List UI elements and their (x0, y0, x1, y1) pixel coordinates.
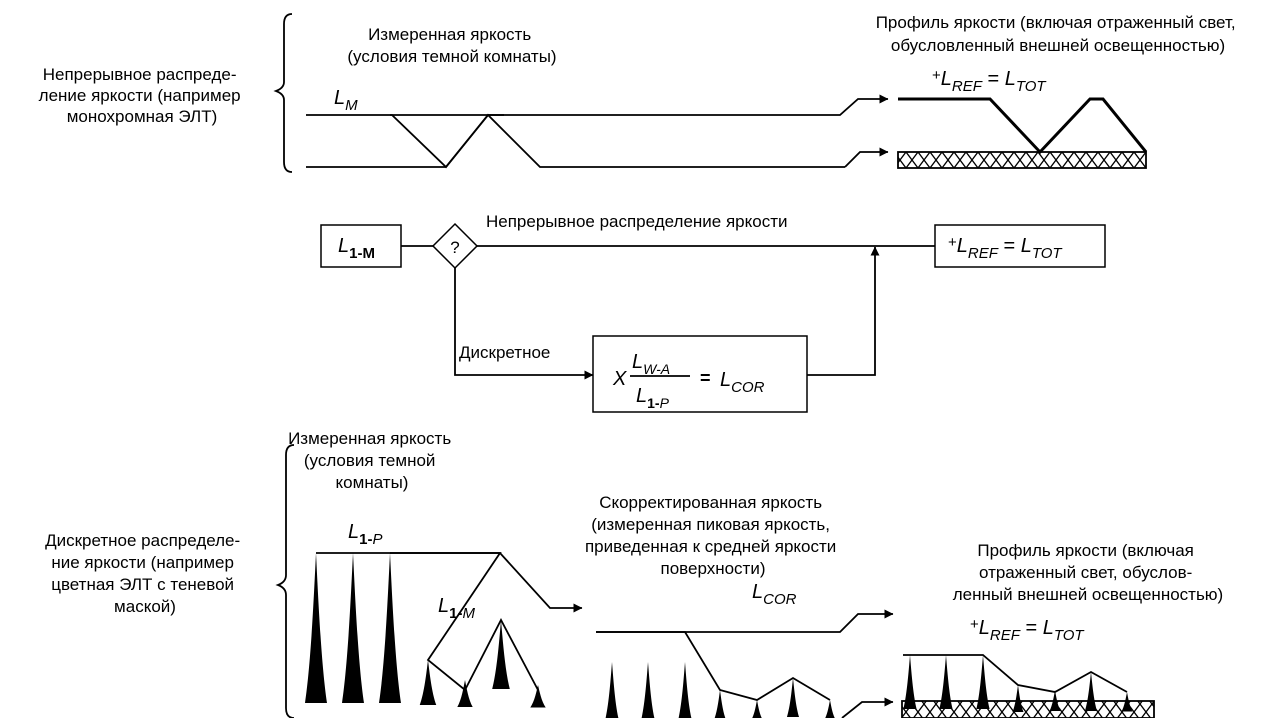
bottom-arrow-to-corrected (390, 552, 583, 613)
bottom-ltot-equation: +LREF = LTOT (970, 616, 1085, 644)
top-reflected-light-band (897, 151, 1147, 169)
top-measured-profile (306, 114, 504, 169)
top-arrow-lower (844, 147, 889, 168)
top-total-profile (898, 97, 1148, 155)
flow-line-discrete (454, 268, 594, 380)
corrected-arrow-lower (841, 697, 894, 718)
top-measured-label: Измеренная яркость (условия темной комна… (347, 25, 556, 66)
discrete-label: Дискретное (459, 343, 550, 362)
flow-start-label: L1-M (338, 235, 375, 262)
corrected-envelope (596, 631, 831, 701)
measured-spikes (305, 553, 546, 708)
corrected-arrow-upper (596, 609, 894, 633)
top-arrow-upper (390, 94, 889, 116)
svg-text:X: X (612, 368, 627, 390)
top-side-label: Непрерывное распреде- ление яркости (нап… (39, 65, 246, 126)
svg-text:L1-P: L1-P (636, 385, 670, 411)
l1m-label: L1-M (438, 595, 475, 622)
flow-start-box (320, 224, 402, 268)
formula-box (592, 335, 808, 413)
bottom-section: Дискретное распределе- ние яркости (напр… (45, 429, 1223, 718)
lcor-label: LCOR (752, 581, 797, 608)
flow-result-equation: +LREF = LTOT (948, 234, 1063, 262)
top-profile-label: Профиль яркости (включая отраженный свет… (876, 13, 1241, 55)
flow-line-formula-to-merge (807, 246, 880, 376)
flow-section: L1-M ? Непрерывное распределение яркости… (320, 212, 1106, 413)
flow-result-box (934, 224, 1106, 268)
bottom-profile-label: Профиль яркости (включая отраженный свет… (953, 541, 1223, 604)
top-baseline (306, 113, 845, 168)
top-ltot-equation: +LREF = LTOT (932, 67, 1047, 95)
bottom-measured-label: Измеренная яркость (условия темной комна… (288, 429, 456, 492)
decision-question: ? (450, 238, 459, 257)
top-brace (273, 13, 293, 173)
formula: X LW-A L1-P = LCOR (612, 351, 765, 411)
svg-text:LW-A: LW-A (632, 351, 670, 377)
top-section: Непрерывное распреде- ление яркости (нап… (39, 13, 1241, 173)
svg-text:LCOR: LCOR (720, 369, 765, 396)
bottom-side-label: Дискретное распределе- ние яркости (напр… (45, 531, 245, 616)
svg-text:=: = (700, 368, 711, 388)
l1p-label: L1-P (348, 521, 382, 548)
continuous-label: Непрерывное распределение яркости (486, 212, 788, 231)
corrected-label: Скорректированная яркость (измеренная пи… (585, 493, 841, 578)
total-envelope (903, 654, 1128, 693)
top-lm-label: LM (334, 87, 358, 114)
bottom-reflected-light-band (901, 700, 1155, 718)
bottom-brace (275, 444, 295, 718)
